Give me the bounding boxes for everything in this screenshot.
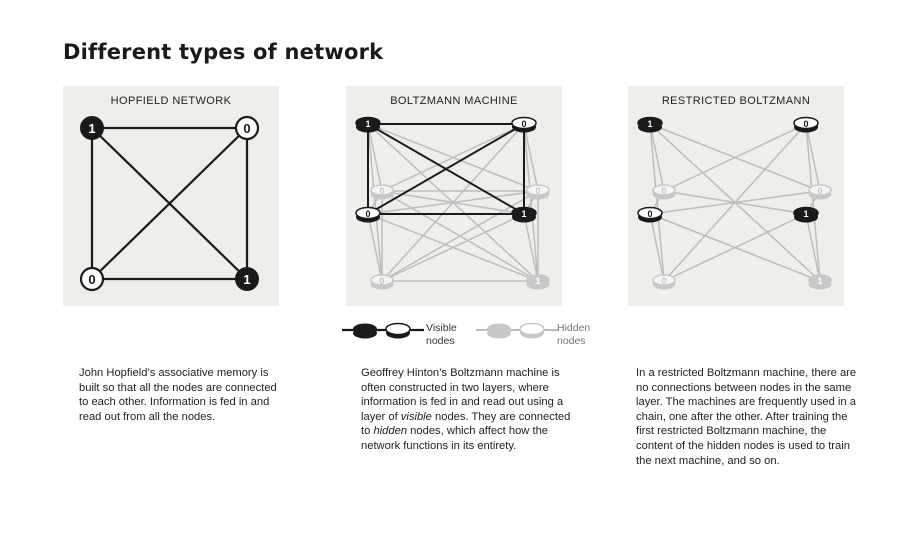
node-value: 0 [379, 186, 384, 196]
node-value: 0 [365, 209, 370, 219]
visible-nodes-label: Visible nodes [426, 322, 457, 347]
hidden-edge [367, 123, 383, 192]
description-emphasis: hidden [373, 425, 408, 438]
page-title: Different types of network [63, 40, 384, 64]
boltzmann-diagram: 0 0 0 1 1 [355, 116, 550, 290]
visible-node: 1 [355, 116, 381, 133]
hidden-edge [663, 123, 807, 192]
rbm-title: RESTRICTED BOLTZMANN [661, 95, 811, 107]
hidden-node: 0 [652, 274, 676, 290]
hidden-edge [649, 123, 665, 192]
hidden-edge [523, 213, 539, 282]
hopfield-node: 0 [79, 266, 105, 292]
hidden-node: 0 [808, 184, 832, 200]
node-value: 1 [243, 272, 250, 287]
hidden-edge [805, 123, 821, 192]
legend [342, 322, 558, 339]
node-value: 1 [803, 209, 808, 219]
rbm-description: In a restricted Boltzmann machine, there… [636, 367, 857, 467]
node-value: 0 [521, 119, 526, 129]
node-value: 0 [661, 186, 666, 196]
node-value: 1 [817, 276, 822, 286]
rbm-diagram: 0 0 0 1 1 0 0 [637, 116, 832, 290]
node-value: 1 [365, 119, 370, 129]
description-text: Geoffrey Hinton’s Boltzmann machine is o… [361, 367, 564, 423]
hidden-node: 1 [526, 274, 550, 290]
hidden-edge [367, 213, 383, 282]
node-value: 0 [243, 121, 250, 136]
hidden-node: 0 [652, 184, 676, 200]
description-emphasis: visible [400, 410, 432, 423]
hidden-edge [381, 123, 525, 192]
hidden-node: 0 [526, 184, 550, 200]
node-value: 1 [535, 276, 540, 286]
hidden-node: 0 [370, 274, 394, 290]
hopfield-node: 1 [235, 267, 259, 291]
hopfield-edge [91, 127, 248, 280]
hidden-nodes-legend-icon [476, 322, 558, 339]
node-value: 0 [535, 186, 540, 196]
node-value: 1 [647, 119, 652, 129]
boltzmann-panel: 0 0 0 1 1 [346, 86, 562, 306]
node-value: 0 [817, 186, 822, 196]
node-value: 0 [647, 209, 652, 219]
hopfield-panel: 1 0 0 1 HOPFIELD NETWORK [63, 86, 279, 306]
visible-node: 1 [793, 206, 819, 223]
hidden-edge [805, 213, 821, 282]
hidden-edge [663, 213, 807, 282]
hopfield-diagram: 1 0 0 1 [79, 115, 260, 292]
boltzmann-title: BOLTZMANN MACHINE [390, 95, 518, 107]
hidden-edge [381, 190, 525, 215]
hidden-edge [663, 190, 807, 215]
hidden-nodes-label: Hidden nodes [557, 322, 591, 347]
hopfield-node: 0 [234, 115, 260, 141]
visible-node: 1 [511, 206, 537, 223]
boltzmann-description: Geoffrey Hinton’s Boltzmann machine is o… [361, 366, 571, 454]
hopfield-title: HOPFIELD NETWORK [110, 95, 232, 107]
visible-node: 0 [793, 116, 819, 133]
hopfield-node: 1 [80, 116, 104, 140]
visible-node: 1 [637, 116, 663, 133]
hidden-node: 0 [370, 184, 394, 200]
visible-node: 0 [355, 206, 381, 223]
node-value: 1 [521, 209, 526, 219]
visible-nodes-legend-icon [342, 322, 424, 339]
hidden-edge [523, 123, 539, 192]
visible-node: 0 [637, 206, 663, 223]
visible-node: 0 [511, 116, 537, 133]
hidden-edge [381, 213, 525, 282]
rbm-panel: 0 0 0 1 1 0 0 [628, 86, 844, 306]
node-value: 0 [661, 276, 666, 286]
visible-edge [367, 123, 525, 215]
node-value: 0 [379, 276, 384, 286]
description-text: nodes, which affect how the network func… [361, 425, 549, 452]
hopfield-description: John Hopfield’s associative memory is bu… [79, 367, 277, 423]
hidden-edge [649, 213, 665, 282]
node-value: 1 [88, 121, 95, 136]
description-text: nodes. They are connected to [361, 410, 571, 438]
hidden-node: 1 [808, 274, 832, 290]
node-value: 0 [803, 119, 808, 129]
node-value: 0 [88, 272, 95, 287]
